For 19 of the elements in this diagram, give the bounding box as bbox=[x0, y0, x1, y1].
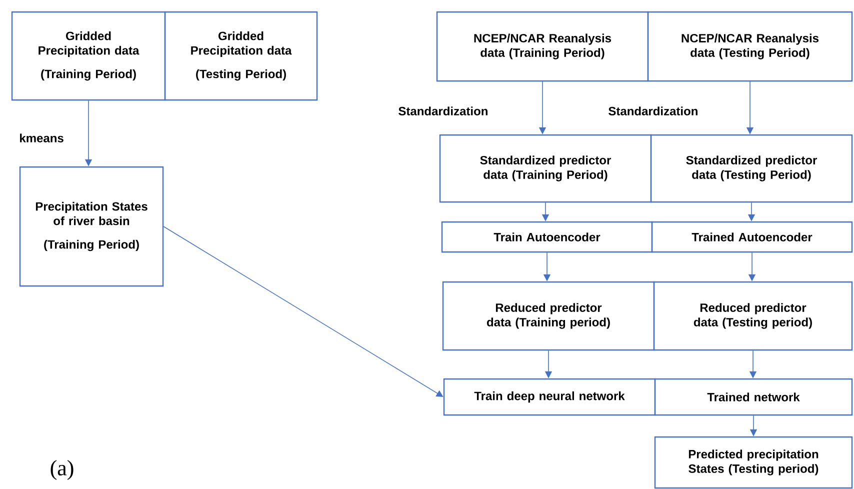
edge-label: kmeans bbox=[20, 134, 64, 142]
process-box: Gridded Precipitation data (Testing Period) bbox=[164, 11, 318, 101]
process-box: Standardized predictor data (Testing Period) bbox=[650, 134, 853, 203]
edge-label: Standardization bbox=[398, 106, 488, 116]
panel-label: (a) bbox=[50, 460, 74, 480]
process-box: Train deep neural network bbox=[443, 378, 656, 416]
edge-label: Standardization bbox=[608, 106, 698, 116]
process-box: Train Autoencoder bbox=[441, 221, 653, 253]
process-box: Predicted precipitation States (Testing period) bbox=[654, 436, 853, 489]
process-box: Gridded Precipitation data (Training Period) bbox=[11, 11, 166, 101]
process-box: Trained network bbox=[654, 378, 853, 416]
process-box: NCEP/NCAR Reanalysis data (Training Period) bbox=[436, 11, 649, 82]
process-box: Trained Autoencoder bbox=[651, 221, 853, 253]
process-box: Precipitation States of river basin (Training Period) bbox=[19, 166, 164, 287]
arrow bbox=[163, 226, 444, 397]
process-box: Reduced predictor data (Training period) bbox=[442, 281, 655, 351]
process-box: Reduced predictor data (Testing period) bbox=[653, 281, 853, 351]
process-box: NCEP/NCAR Reanalysis data (Testing Period) bbox=[647, 11, 853, 82]
process-box: Standardized predictor data (Training Period) bbox=[439, 134, 652, 203]
